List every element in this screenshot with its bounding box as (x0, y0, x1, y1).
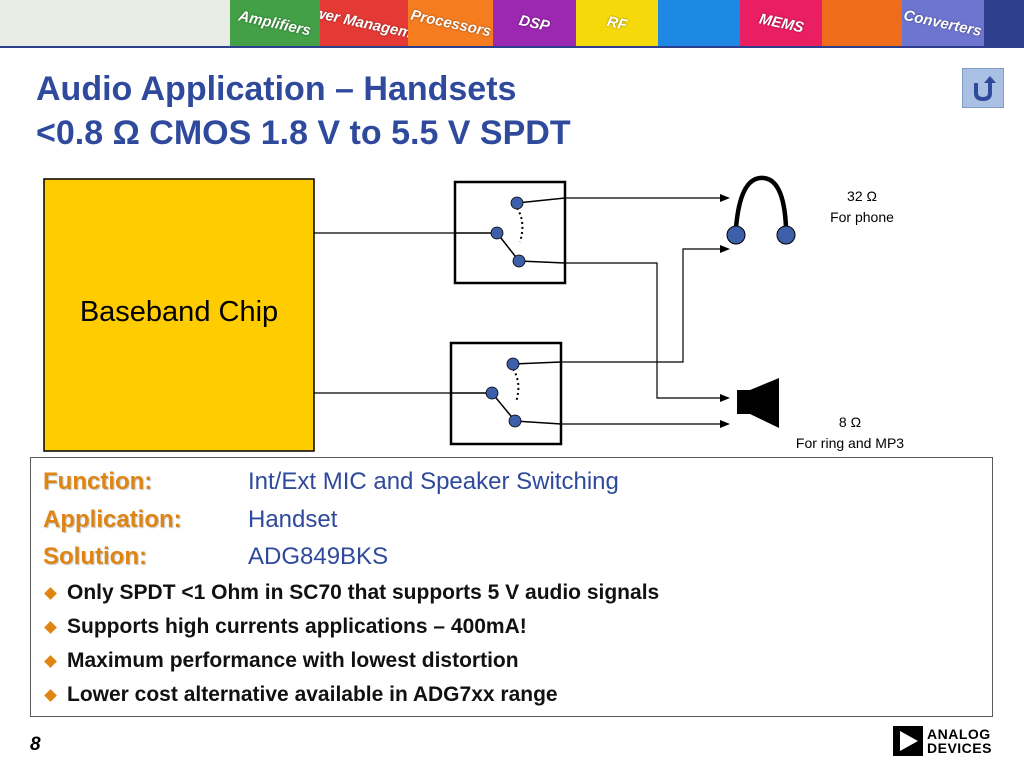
diamond-bullet-icon (44, 620, 57, 634)
bullet-text: Lower cost alternative available in ADG7… (67, 683, 558, 706)
banner-tile: Processors (408, 0, 493, 46)
circuit-diagram (43, 175, 796, 452)
banner-tile: DSP (493, 0, 576, 46)
switch-node (508, 414, 522, 428)
speaker-use: For ring and MP3 (795, 435, 905, 451)
switch-node (490, 226, 504, 240)
banner-tile: Power Management (320, 0, 408, 46)
slide-title: Audio Application – Handsets (36, 70, 517, 108)
bullet-text: Only SPDT <1 Ohm in SC70 that supports 5… (67, 581, 660, 604)
speaker-icon (737, 378, 779, 428)
headphone-label: 32 Ω For phone (812, 186, 912, 228)
baseband-chip (43, 178, 315, 452)
u-turn-arrow-icon (974, 76, 996, 102)
switch-node (506, 357, 520, 371)
banner-tile: Converters (902, 0, 984, 46)
headphone-use: For phone (830, 209, 894, 225)
solution-row: Solution: ADG849BKS (43, 542, 388, 572)
page-number: 8 (30, 734, 41, 755)
diamond-bullet-icon (44, 654, 57, 668)
banner-tile-label: DSP (517, 11, 552, 35)
analog-devices-logo-icon (893, 726, 923, 756)
banner-tile (0, 0, 230, 46)
headphone-impedance: 32 Ω (847, 188, 877, 204)
speaker-label: 8 Ω For ring and MP3 (780, 412, 920, 454)
banner-tile (658, 0, 740, 46)
diamond-bullet-icon (44, 586, 57, 600)
application-key: Application: (43, 506, 182, 533)
banner-tile-label: Power Management (320, 0, 408, 46)
banner-tile: MEMS (740, 0, 822, 46)
switch-node (485, 386, 499, 400)
logo-text-line1: ANALOG (927, 726, 991, 742)
info-box: Function: Int/Ext MIC and Speaker Switch… (30, 457, 993, 717)
diamond-bullet-icon (44, 688, 57, 702)
solution-key: Solution: (43, 543, 147, 570)
function-key: Function: (43, 468, 153, 495)
baseband-chip-label: Baseband Chip (79, 296, 279, 328)
back-button[interactable] (962, 68, 1004, 108)
bullet-item: Maximum performance with lowest distorti… (43, 646, 519, 676)
function-row: Function: Int/Ext MIC and Speaker Switch… (43, 467, 619, 497)
banner-tile-label: Amplifiers (237, 7, 313, 39)
application-row: Application: Handset (43, 505, 337, 535)
bullet-text: Supports high currents applications – 40… (67, 615, 527, 638)
banner-tile-label: Processors (408, 6, 493, 40)
bullet-text: Maximum performance with lowest distorti… (67, 649, 519, 672)
banner-tile: Amplifiers (230, 0, 320, 46)
wire (565, 262, 720, 399)
function-value: Int/Ext MIC and Speaker Switching (248, 468, 619, 495)
solution-value: ADG849BKS (248, 543, 389, 570)
banner-tile-label: MEMS (757, 10, 805, 36)
bullet-item: Only SPDT <1 Ohm in SC70 that supports 5… (43, 578, 659, 608)
banner-tile-label: RF (605, 12, 629, 34)
slide-subtitle: <0.8 Ω CMOS 1.8 V to 5.5 V SPDT (36, 114, 571, 152)
application-value: Handset (248, 506, 338, 533)
banner-tile (984, 0, 1024, 46)
switch-node (510, 196, 524, 210)
spdt-switch-1 (453, 180, 567, 285)
bullet-item: Lower cost alternative available in ADG7… (43, 680, 558, 710)
switch-node (512, 254, 526, 268)
spdt-switch-2 (449, 341, 563, 446)
banner-rule (0, 46, 1024, 48)
wire (561, 248, 720, 363)
speaker-impedance: 8 Ω (838, 414, 862, 430)
banner-tile (822, 0, 902, 46)
headphones-icon (726, 175, 796, 245)
banner-tile: RF (576, 0, 658, 46)
logo-text-line2: DEVICES (927, 740, 992, 756)
analog-devices-logo: ANALOG DEVICES (893, 726, 992, 756)
bullet-item: Supports high currents applications – 40… (43, 612, 527, 642)
banner-tile-label: Converters (902, 6, 984, 40)
